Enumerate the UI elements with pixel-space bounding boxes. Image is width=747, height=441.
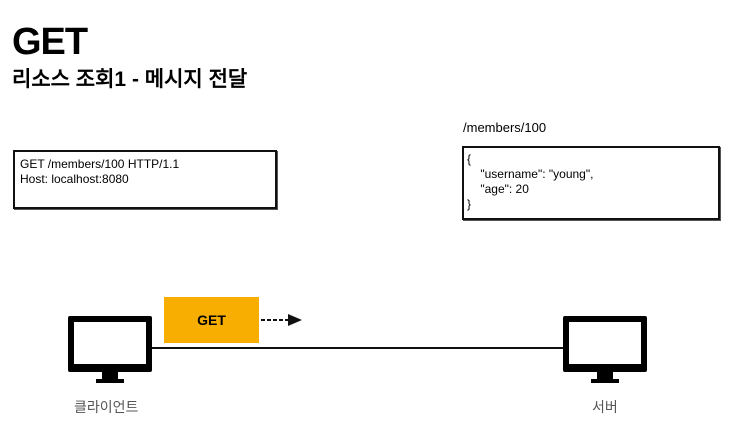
- resource-json-box: { "username": "young", "age": 20 }: [462, 146, 720, 220]
- json-line: }: [467, 197, 472, 211]
- page-subtitle: 리소스 조회1 - 메시지 전달: [12, 68, 248, 91]
- server-label: 서버: [592, 399, 618, 415]
- client-label: 클라이언트: [74, 399, 139, 415]
- page-title: GET: [12, 21, 88, 63]
- client-monitor-icon: [68, 316, 152, 383]
- json-line: "age": 20: [467, 182, 529, 196]
- request-arrow-head: [288, 314, 302, 326]
- resource-path-label: /members/100: [463, 120, 547, 135]
- request-host-line: Host: localhost:8080: [20, 172, 129, 186]
- get-method-badge: GET: [164, 297, 259, 343]
- json-line: "username": "young",: [467, 167, 594, 181]
- server-monitor-icon: [563, 316, 647, 383]
- http-request-box: GET /members/100 HTTP/1.1 Host: localhos…: [13, 150, 277, 209]
- json-line: {: [467, 152, 472, 166]
- request-line: GET /members/100 HTTP/1.1: [20, 157, 180, 171]
